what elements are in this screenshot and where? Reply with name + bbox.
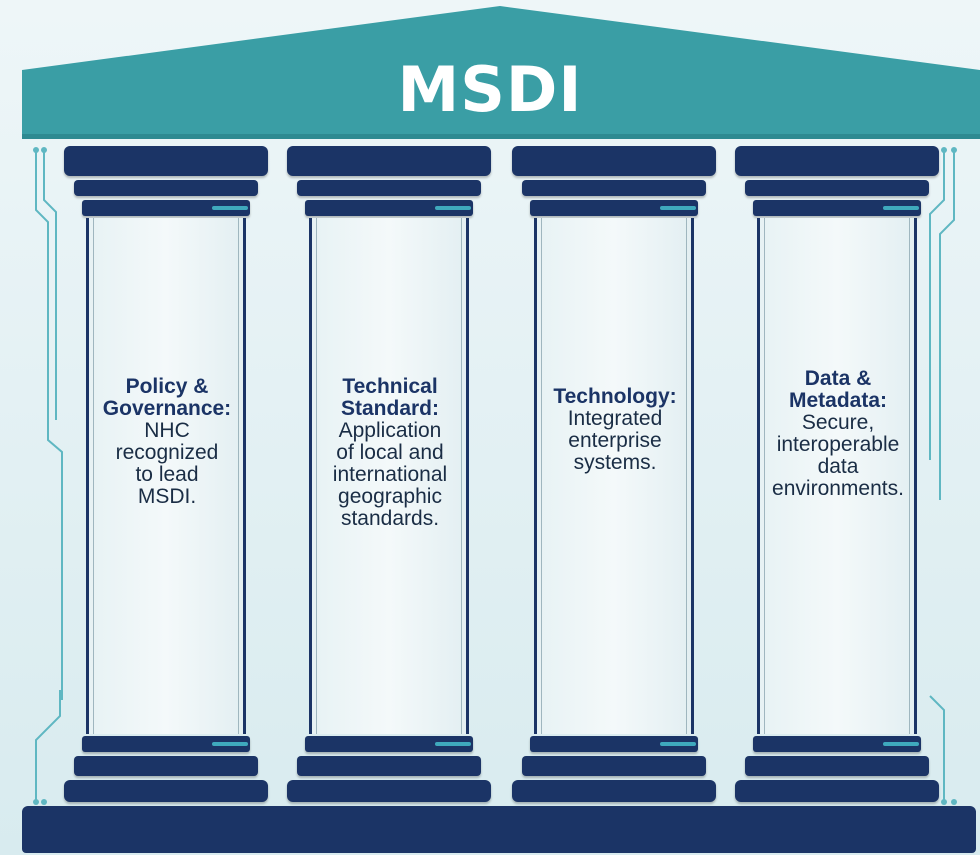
pillar-description: Application of local and international g… <box>285 420 495 530</box>
pillar-capital <box>753 200 921 216</box>
pillar-accent <box>883 742 919 746</box>
pillar-heading-line: Metadata: <box>788 389 888 412</box>
pillar-base <box>735 780 939 802</box>
pillar-heading: Technical Standard: <box>285 376 495 420</box>
pillar-heading-line: Standard: <box>340 397 439 420</box>
pillar-description-line: international <box>332 463 448 486</box>
pillar-heading-line: Technology: <box>553 385 677 408</box>
pillar-capital <box>745 180 929 196</box>
pillar-base <box>297 756 481 776</box>
pillar-heading-line: Policy & <box>125 375 209 398</box>
pillar-description-line: geographic <box>338 485 442 508</box>
pillar-base <box>82 736 250 752</box>
pillar-capital <box>64 146 268 176</box>
pillar-base <box>522 756 706 776</box>
pillar-heading: Technology: <box>510 386 720 408</box>
pillar-capital <box>74 180 258 196</box>
pillar-base <box>74 756 258 776</box>
pillar-policy-governance: Policy & Governance: NHC recognized to l… <box>62 146 272 806</box>
pillar-accent <box>435 742 471 746</box>
pillar-capital <box>522 180 706 196</box>
pillar-capital <box>287 146 491 176</box>
pillar-base <box>745 756 929 776</box>
pillar-capital <box>297 180 481 196</box>
pillar-description: Integrated enterprise systems. <box>510 408 720 474</box>
pillar-description-line: standards. <box>340 507 440 530</box>
pillar-capital <box>82 200 250 216</box>
pillar-description-line: MSDI. <box>137 485 197 508</box>
pillar-base <box>530 736 698 752</box>
pillar-text: Policy & Governance: NHC recognized to l… <box>62 376 272 508</box>
pillar-description-line: recognized <box>115 441 219 464</box>
pillar-shaft <box>757 218 917 734</box>
pillar-description: NHC recognized to lead MSDI. <box>62 420 272 508</box>
pillar-base <box>305 736 473 752</box>
pillar-heading: Data & Metadata: <box>733 368 943 412</box>
pillar-technical-standard: Technical Standard: Application of local… <box>285 146 495 806</box>
foundation-platform <box>22 806 976 853</box>
pillar-description-line: interoperable <box>776 433 900 456</box>
pillar-description-line: environments. <box>772 477 904 500</box>
pillar-description-line: Integrated <box>567 407 663 430</box>
pillar-accent <box>212 742 248 746</box>
pillar-base <box>287 780 491 802</box>
pillar-shaft <box>309 218 469 734</box>
diagram-title: MSDI <box>397 53 583 126</box>
pillar-technology: Technology: Integrated enterprise system… <box>510 146 720 806</box>
pillar-heading: Policy & Governance: <box>62 376 272 420</box>
pillar-accent <box>883 206 919 210</box>
pillar-shaft <box>86 218 246 734</box>
pillar-description-line: of local and <box>336 441 444 464</box>
pillar-description-line: enterprise <box>568 429 662 452</box>
pillar-base <box>64 780 268 802</box>
pillar-accent <box>212 206 248 210</box>
pillar-capital <box>305 200 473 216</box>
pillar-data-metadata: Data & Metadata: Secure, interoperable d… <box>733 146 943 806</box>
pillar-accent <box>435 206 471 210</box>
pillar-description-line: data <box>817 455 859 478</box>
pillar-text: Technology: Integrated enterprise system… <box>510 386 720 474</box>
pillar-accent <box>660 206 696 210</box>
pillar-capital <box>512 146 716 176</box>
pillar-description-line: Application <box>338 419 442 442</box>
pillar-capital <box>530 200 698 216</box>
pillar-heading-line: Data & <box>804 367 872 390</box>
pillar-description: Secure, interoperable data environments. <box>733 412 943 500</box>
roof <box>22 6 980 139</box>
pillar-capital <box>735 146 939 176</box>
pillar-description-line: Secure, <box>801 411 875 434</box>
pillar-text: Technical Standard: Application of local… <box>285 376 495 530</box>
pillar-base <box>753 736 921 752</box>
pillar-text: Data & Metadata: Secure, interoperable d… <box>733 368 943 500</box>
pillar-shaft <box>534 218 694 734</box>
pillar-heading-line: Governance: <box>102 397 232 420</box>
pillar-description-line: to lead <box>135 463 199 486</box>
pillar-base <box>512 780 716 802</box>
pillar-description-line: systems. <box>573 451 657 474</box>
pillar-accent <box>660 742 696 746</box>
pillar-description-line: NHC <box>144 419 190 442</box>
pillar-heading-line: Technical <box>342 375 438 398</box>
